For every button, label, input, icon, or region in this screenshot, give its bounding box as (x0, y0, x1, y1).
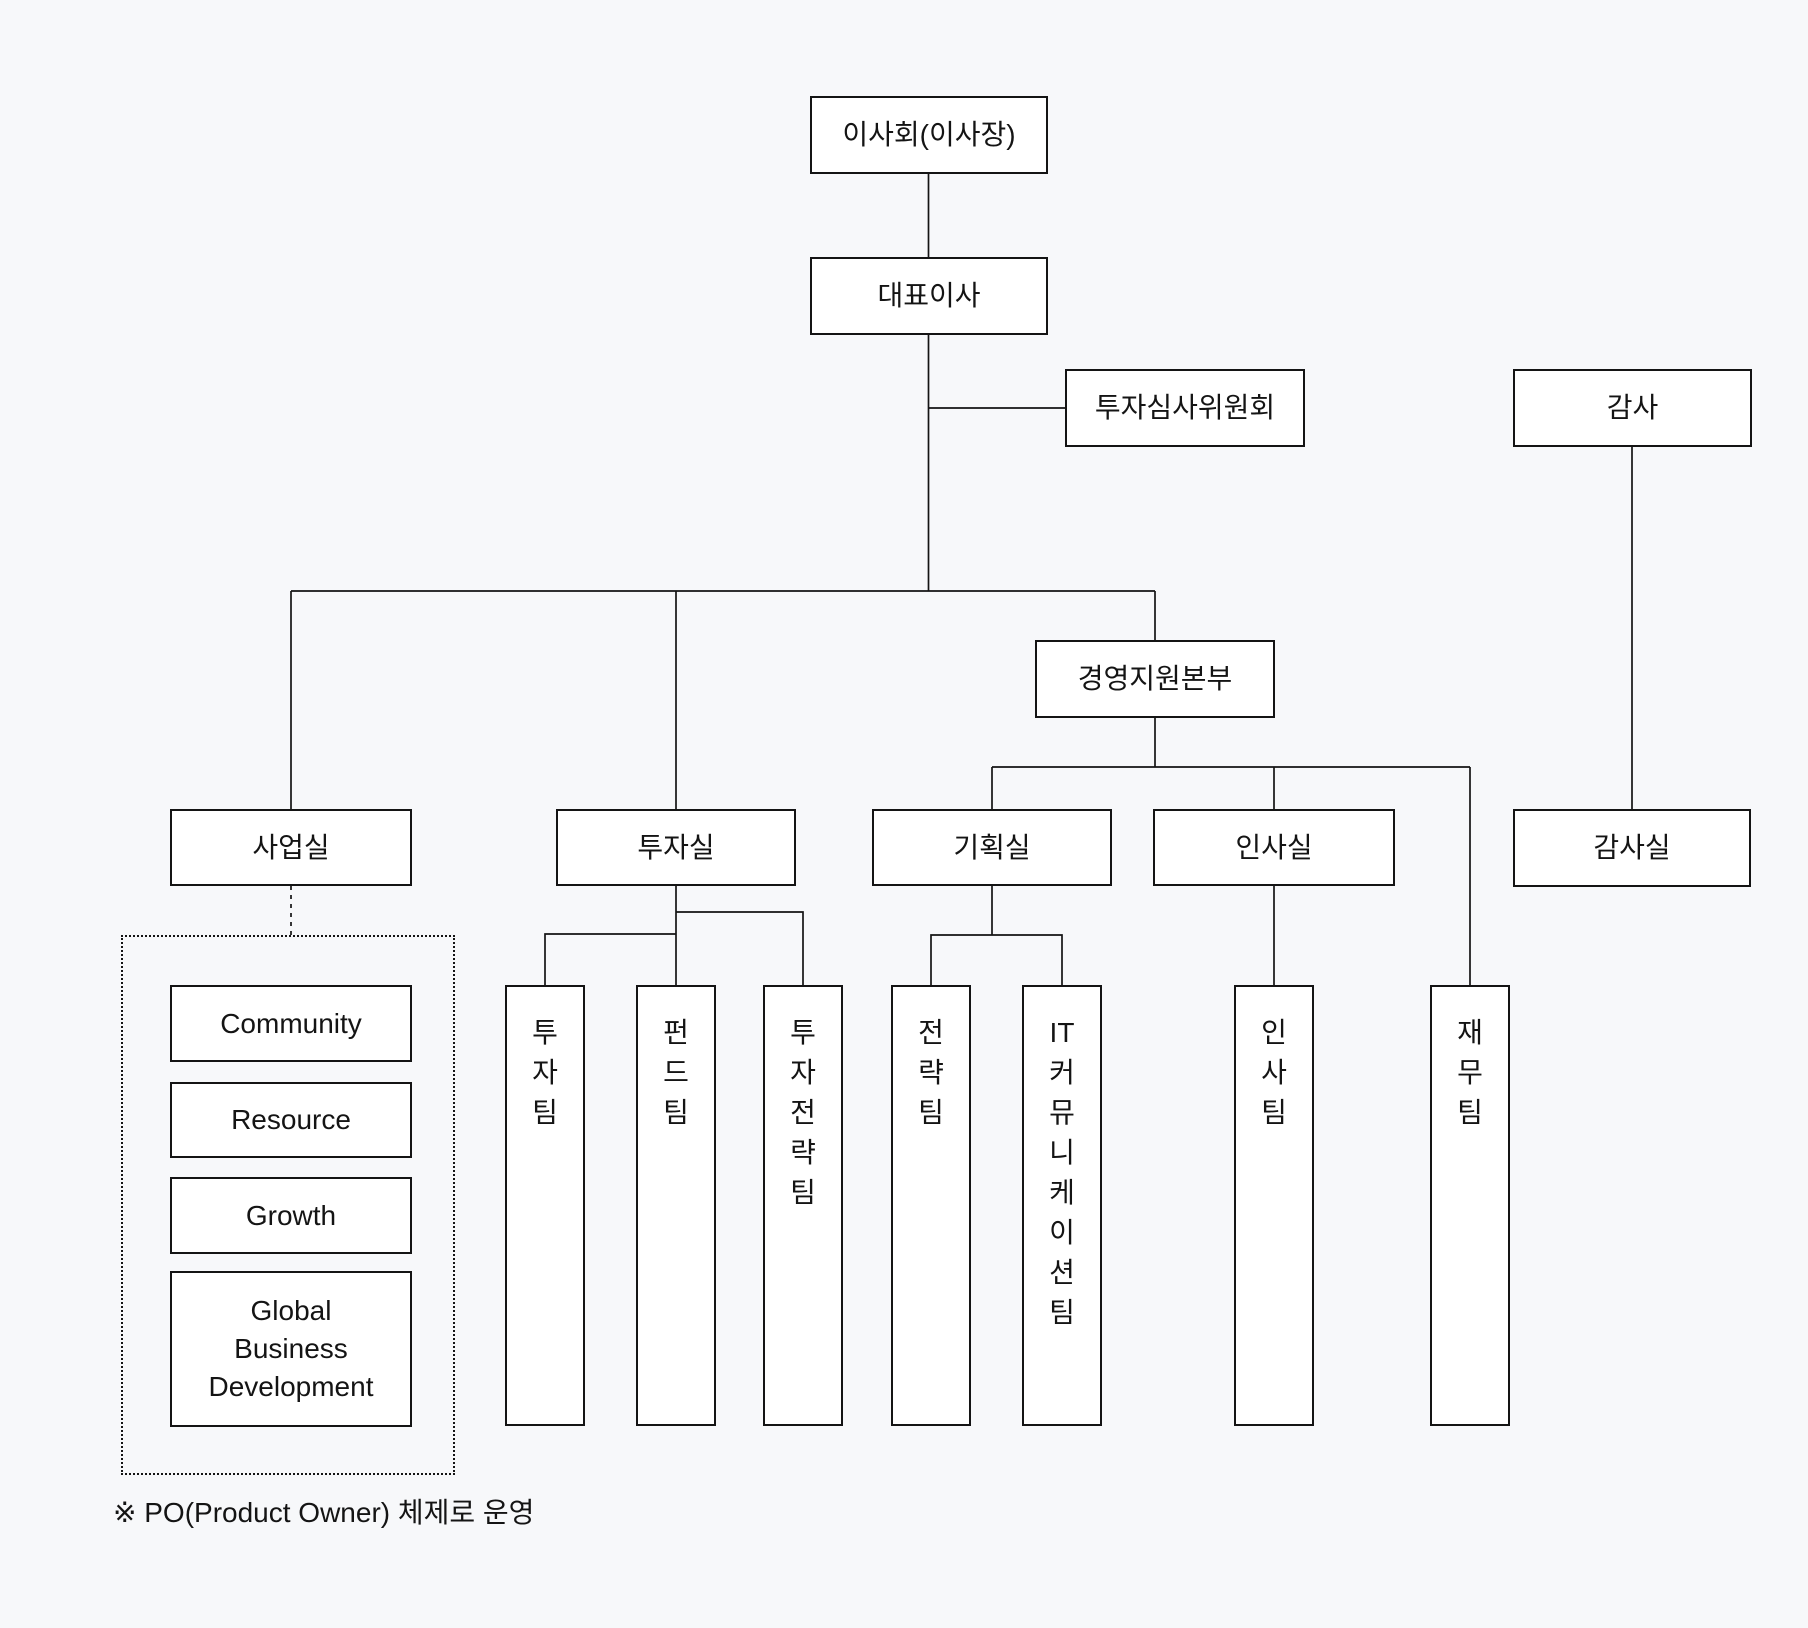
team-box-fund: 펀 드 팀 (636, 985, 716, 1426)
po-footnote: ※ PO(Product Owner) 체제로 운영 (113, 1497, 535, 1528)
team-label-strategy: 전 략 팀 (918, 1017, 944, 1128)
connector-investment-team-elbow (544, 933, 676, 985)
org-box-business-office: 사업실 (170, 809, 412, 886)
org-box-audit-office: 감사실 (1513, 809, 1751, 887)
team-box-investment-strategy: 투 자 전 략 팀 (763, 985, 843, 1426)
po-box-global-business-development: Global Business Development (170, 1271, 412, 1427)
team-box-it-communication: IT 커 뮤 니 케 이 션 팀 (1022, 985, 1102, 1426)
team-label-fund: 펀 드 팀 (663, 1017, 689, 1128)
team-box-hr: 인 사 팀 (1234, 985, 1314, 1426)
org-box-planning-office: 기획실 (872, 809, 1112, 886)
org-box-hr-office: 인사실 (1153, 809, 1395, 886)
po-units-frame (121, 935, 455, 1475)
org-label-investment-office: 투자실 (637, 831, 715, 863)
connector-planning-elbow (930, 934, 1063, 985)
org-label-audit-office: 감사실 (1593, 832, 1671, 863)
team-label-investment: 투 자 팀 (532, 1017, 558, 1128)
org-label-statutory-auditor: 감사 (1606, 392, 1659, 423)
po-label-community: Community (220, 1007, 362, 1039)
org-label-hr-office: 인사실 (1235, 831, 1313, 863)
org-box-ceo: 대표이사 (810, 257, 1048, 335)
po-label-growth: Growth (245, 1199, 337, 1231)
team-label-finance: 재 무 팀 (1457, 1017, 1483, 1128)
po-label-resource: Resource (231, 1104, 351, 1135)
team-box-strategy: 전 략 팀 (891, 985, 971, 1426)
team-box-investment: 투 자 팀 (505, 985, 585, 1426)
po-box-community: Community (170, 985, 412, 1062)
team-label-it-communication: IT 커 뮤 니 케 이 션 팀 (1049, 1017, 1075, 1328)
org-label-planning-office: 기획실 (953, 831, 1031, 863)
org-label-business-office: 사업실 (252, 831, 330, 863)
connector-investment-strategy-elbow (676, 911, 804, 985)
org-label-board: 이사회(이사장) (842, 119, 1016, 150)
org-label-ceo: 대표이사 (877, 280, 981, 311)
org-box-statutory-auditor: 감사 (1513, 369, 1752, 447)
org-box-board: 이사회(이사장) (810, 96, 1048, 174)
team-box-finance: 재 무 팀 (1430, 985, 1510, 1426)
org-label-investment-review-committee: 투자심사위원회 (1094, 392, 1276, 423)
team-label-investment-strategy: 투 자 전 략 팀 (790, 1017, 816, 1208)
po-box-resource: Resource (170, 1082, 412, 1158)
org-label-management-support-hq: 경영지원본부 (1077, 663, 1233, 694)
org-box-management-support-hq: 경영지원본부 (1035, 640, 1275, 718)
org-box-investment-office: 투자실 (556, 809, 796, 886)
po-box-growth: Growth (170, 1177, 412, 1254)
team-label-hr: 인 사 팀 (1261, 1017, 1287, 1128)
po-label-global-business-development: Global Business Development (208, 1295, 374, 1402)
org-box-investment-review-committee: 투자심사위원회 (1065, 369, 1305, 447)
